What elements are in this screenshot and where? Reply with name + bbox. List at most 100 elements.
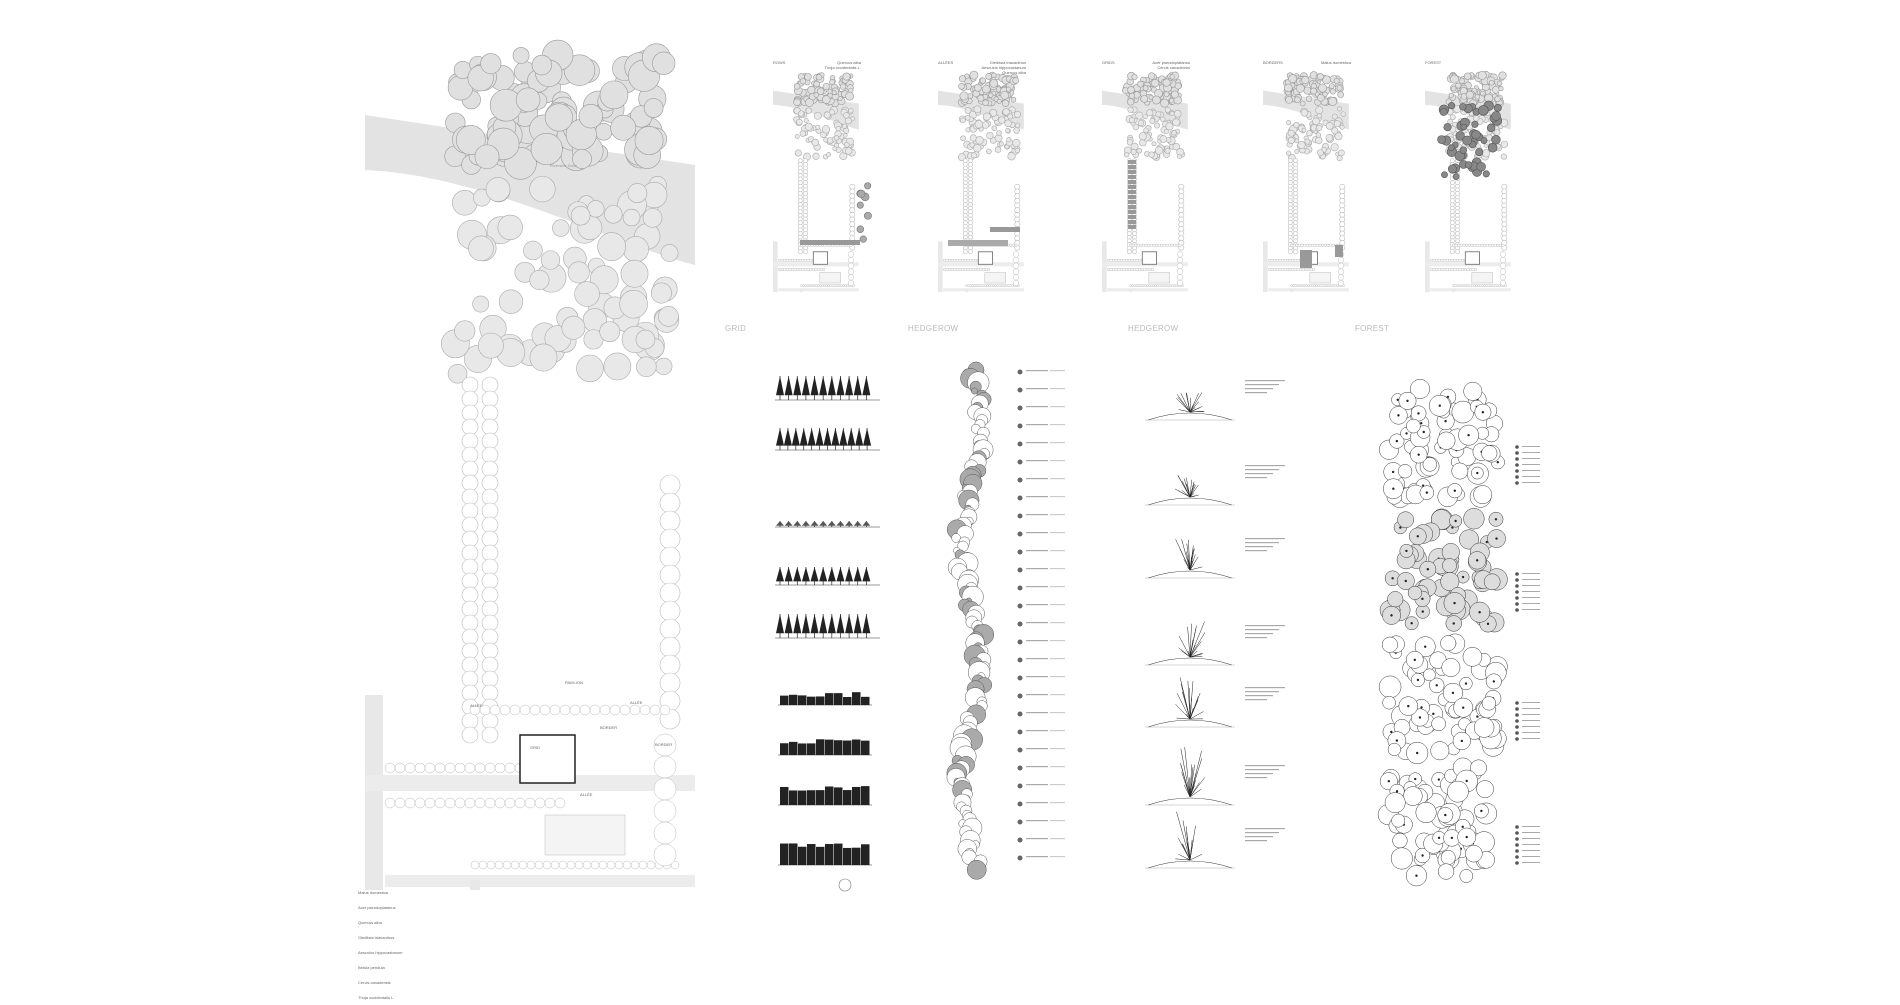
tree: [794, 259, 797, 262]
legend-text-line: [1050, 460, 1065, 461]
tree: [778, 259, 781, 262]
grid-plot: [1472, 273, 1493, 283]
legend-text-line: [1522, 862, 1540, 863]
tree: [1177, 263, 1183, 269]
tree: [660, 475, 680, 495]
tree: [1463, 285, 1465, 287]
tree: [802, 268, 805, 271]
tree-crown: [785, 567, 793, 581]
tree-canopy: [1147, 110, 1153, 116]
landscape-drawing: [0, 0, 1900, 927]
tree-canopy: [1160, 136, 1167, 143]
tree: [1443, 268, 1446, 271]
legend-swatch: [1515, 457, 1519, 461]
tree-trunk-dot: [1438, 837, 1440, 839]
annotation-line: [1245, 687, 1285, 688]
tree: [1338, 274, 1344, 280]
tree: [1133, 259, 1136, 262]
tree-canopy: [823, 83, 830, 90]
hedge-block: [807, 844, 816, 865]
road: [1430, 288, 1511, 291]
highlight: [857, 202, 863, 208]
tree: [1316, 244, 1319, 247]
tree-canopy: [798, 111, 804, 117]
legend-text-line: [1522, 826, 1540, 827]
tree: [1284, 268, 1287, 271]
tree-crown: [836, 567, 844, 581]
highlight-grid: [1128, 210, 1136, 214]
legend-swatch: [1515, 572, 1519, 576]
tree-crown: [845, 521, 853, 526]
tree: [1150, 244, 1153, 247]
forest-tree: [1392, 814, 1405, 827]
tree: [1482, 285, 1484, 287]
hedge-block: [798, 847, 807, 865]
tree: [462, 629, 478, 645]
tree: [527, 861, 535, 869]
legend-swatch: [1515, 849, 1519, 853]
legend-text-line: [1050, 640, 1065, 641]
tree: [848, 269, 854, 275]
tree-canopy: [959, 83, 965, 89]
hedge-block: [834, 844, 843, 865]
tree: [956, 268, 959, 271]
tree: [801, 285, 803, 287]
highlight-grid: [1128, 180, 1136, 184]
tree: [475, 763, 485, 773]
tree: [988, 285, 990, 287]
tree-trunk-dot: [1454, 520, 1456, 522]
tree: [1500, 280, 1506, 286]
tree-crown: [802, 376, 810, 395]
hedge-block: [816, 739, 825, 755]
tree: [660, 673, 680, 693]
tree-canopy: [1466, 91, 1473, 98]
tree-canopy: [794, 99, 801, 106]
tree-canopy: [1013, 77, 1019, 83]
tree: [1271, 268, 1274, 271]
tree-crown: [793, 521, 801, 526]
tree-trunk-dot: [1451, 837, 1453, 839]
tree: [1500, 269, 1506, 275]
tree: [1110, 268, 1113, 271]
tree-canopy: [1169, 98, 1174, 103]
annotation-line: [1245, 836, 1273, 837]
tree-canopy: [1337, 107, 1341, 111]
tree: [1312, 268, 1315, 271]
tree-canopy: [1329, 97, 1337, 105]
hedge-block: [852, 692, 861, 705]
tree: [799, 259, 802, 262]
highlight-forest: [1477, 162, 1486, 171]
path-label: BORDER: [655, 742, 672, 747]
tree-trunk-dot: [1493, 680, 1495, 682]
legend-text-line: [1522, 591, 1540, 592]
tree: [535, 861, 543, 869]
hedge-block: [852, 740, 861, 755]
tree: [1123, 268, 1126, 271]
tree-trunk-dot: [1391, 577, 1393, 579]
legend-swatch: [1515, 584, 1519, 588]
tree-crown: [793, 376, 801, 395]
tree-crown: [839, 428, 847, 446]
tree: [1452, 244, 1455, 247]
tree-canopy: [1326, 134, 1333, 141]
tree: [838, 285, 840, 287]
tree: [948, 268, 951, 271]
legend-text-line: [1026, 550, 1048, 551]
tree-canopy: [621, 260, 648, 287]
highlight-forest: [1492, 135, 1501, 144]
legend-text-line: [1522, 482, 1540, 483]
tree: [1132, 285, 1134, 287]
tree-canopy: [1307, 130, 1313, 136]
tree: [1469, 268, 1472, 271]
tree: [956, 259, 959, 262]
legend-text-line: [1522, 702, 1540, 703]
forest-tree: [1442, 658, 1460, 676]
tree-canopy: [524, 241, 543, 260]
tree-trunk-dot: [1432, 713, 1434, 715]
tree: [525, 798, 535, 808]
tree: [1286, 268, 1289, 271]
tree-canopy: [970, 71, 978, 79]
tree: [600, 705, 610, 715]
tree-canopy: [1015, 148, 1020, 153]
tree: [495, 861, 503, 869]
